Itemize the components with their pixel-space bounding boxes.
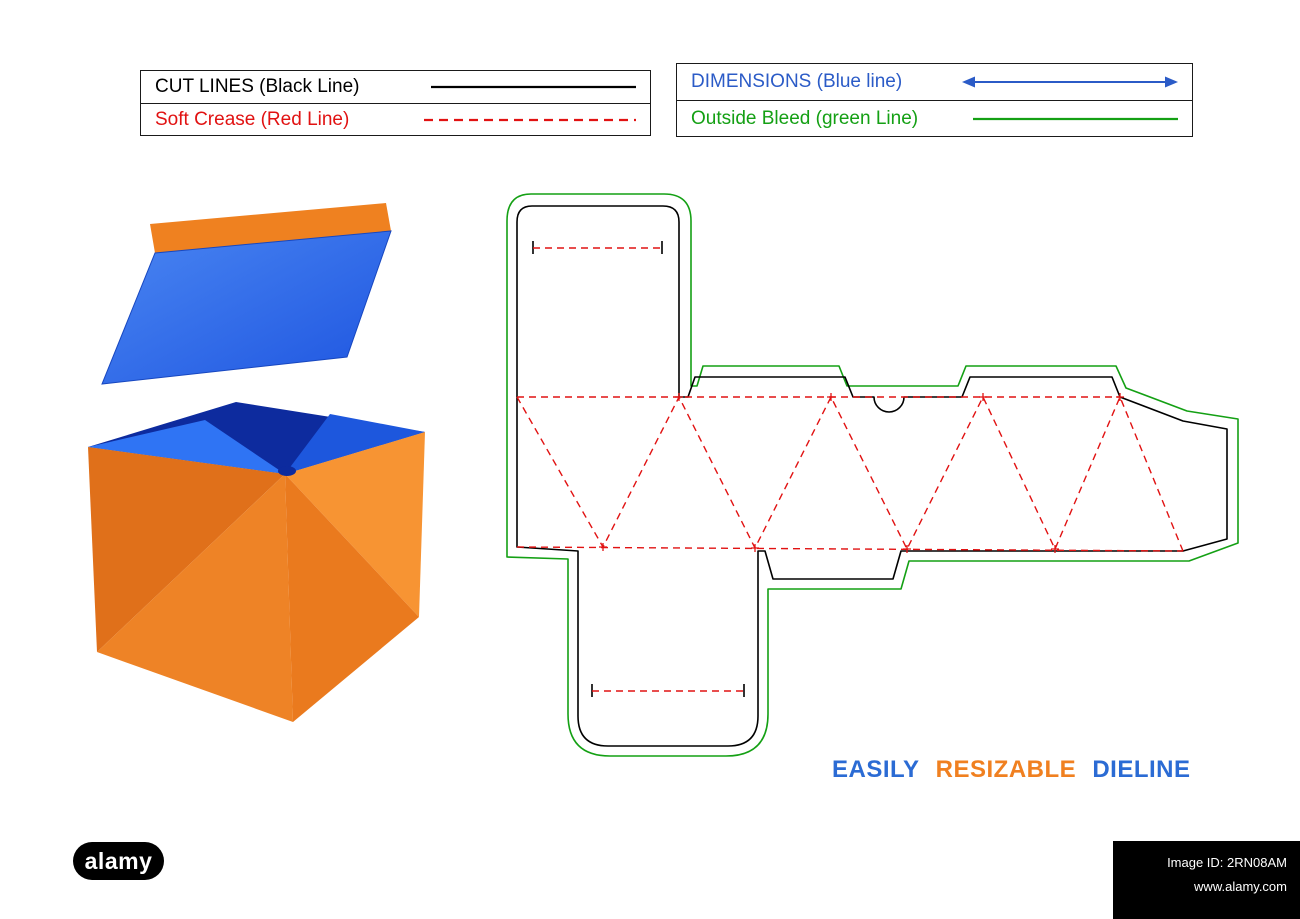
alamy-logo-text: alamy [84, 847, 153, 874]
alamy-logo-watermark: alamy [73, 842, 164, 880]
thumb-notch-3d [278, 466, 296, 476]
lid-face [101, 230, 392, 385]
body-left-facet-2 [97, 474, 293, 722]
legend-row-dimensions: DIMENSIONS (Blue line) [677, 64, 1192, 100]
legend-row-outside-bleed: Outside Bleed (green Line) [677, 100, 1192, 136]
blue-double-arrow-icon [962, 74, 1178, 90]
outside-bleed-line [506, 193, 1239, 757]
inner-flap-right [285, 414, 425, 474]
dimensions-label: DIMENSIONS (Blue line) [691, 71, 903, 92]
legend-row-soft-crease: Soft Crease (Red Line) [141, 103, 650, 135]
legend-cut-and-crease: CUT LINES (Black Line) Soft Crease (Red … [140, 70, 651, 136]
image-id-text: Image ID: 2RN08AM [1167, 855, 1287, 870]
soft-crease-label: Soft Crease (Red Line) [155, 108, 350, 130]
body-left-facet-1 [88, 447, 285, 652]
caption-word-dieline: DIELINE [1092, 756, 1191, 783]
outside-bleed-label: Outside Bleed (green Line) [691, 107, 919, 129]
dieline-template [506, 193, 1239, 757]
inner-flap-left [88, 420, 285, 474]
caption-word-easily: EASILY [832, 756, 920, 783]
alamy-url-text: www.alamy.com [1194, 879, 1287, 894]
body-right-facet-1 [285, 432, 425, 617]
caption-easily-resizable-dieline: EASILY RESIZABLE DIELINE [832, 756, 1200, 784]
body-right-facet-2 [285, 474, 419, 722]
image-id-bar: Image ID: 2RN08AM www.alamy.com [1113, 841, 1300, 919]
soft-crease-lines [516, 247, 1184, 692]
caption-word-resizable: RESIZABLE [935, 756, 1077, 783]
crease-intersection-marks [599, 393, 1124, 553]
cut-line-outline [516, 205, 1228, 747]
solid-black-line-sample [431, 84, 636, 90]
lid-top-strip [150, 203, 391, 253]
dashed-red-line-sample [424, 117, 636, 123]
legend-row-cut-lines: CUT LINES (Black Line) [141, 71, 650, 103]
legend-dimensions-and-bleed: DIMENSIONS (Blue line) Outside Bleed (gr… [676, 63, 1193, 137]
cut-notch-ticks [532, 241, 745, 697]
solid-green-line-sample [973, 116, 1178, 122]
cut-lines-label: CUT LINES (Black Line) [155, 76, 360, 97]
box-3d-render [88, 203, 425, 722]
